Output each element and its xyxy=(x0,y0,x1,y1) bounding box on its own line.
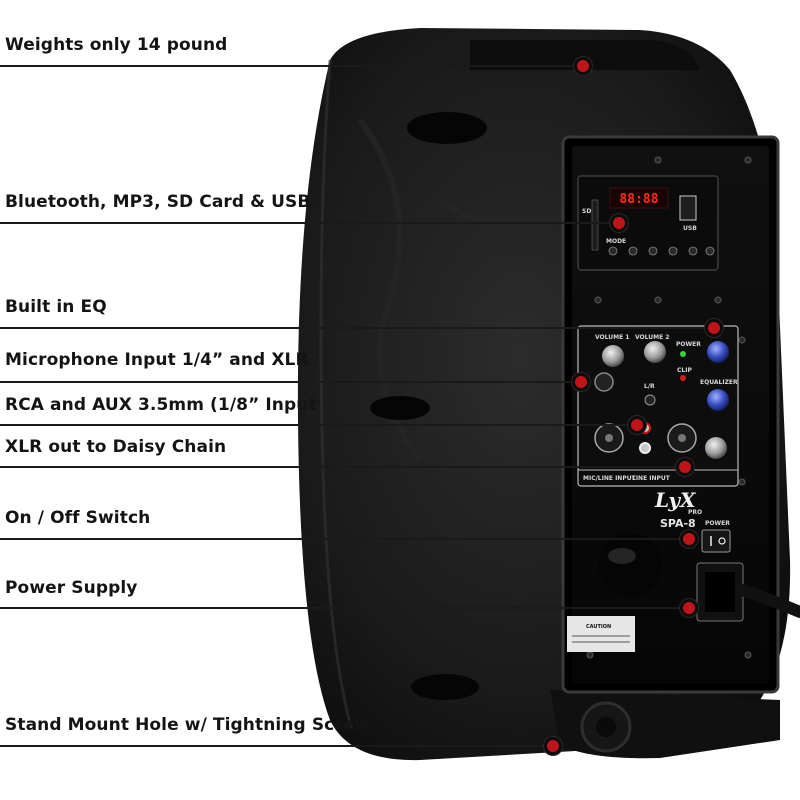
callout-switch-line xyxy=(0,538,688,540)
back-panel: 88:88 SD USB MODE VOLUME 1 VOLUME 2 POWE… xyxy=(561,135,780,694)
mode-label: MODE xyxy=(606,238,626,245)
callout-eq-line xyxy=(0,327,713,329)
callout-weight-line xyxy=(0,65,582,67)
media-buttons xyxy=(608,246,715,256)
callout-mic-line xyxy=(0,381,580,383)
callout-xlr-out-label: XLR out to Daisy Chain xyxy=(5,437,227,457)
power-cable xyxy=(736,584,800,618)
callout-switch-label: On / Off Switch xyxy=(5,508,151,528)
sd-slot-label: SD xyxy=(582,208,591,215)
brand-logo: LyX xyxy=(654,488,697,512)
callout-stand-line xyxy=(0,745,552,747)
volume1-label: VOLUME 1 xyxy=(595,334,629,341)
callout-eq-marker xyxy=(705,319,723,337)
callout-xlr-out-marker xyxy=(676,458,694,476)
callout-weight-marker xyxy=(574,57,592,75)
model-name: SPA-8 xyxy=(660,517,696,530)
lr-label: L/R xyxy=(644,383,655,390)
callout-switch-marker xyxy=(680,530,698,548)
clip-led-label: CLIP xyxy=(677,367,692,374)
callout-weight-label: Weights only 14 pound xyxy=(5,35,228,55)
callout-bluetooth-label: Bluetooth, MP3, SD Card & USB xyxy=(5,192,311,212)
callout-xlr-out-line xyxy=(0,466,684,468)
callout-rca-line xyxy=(0,424,636,426)
caution-label: CAUTION xyxy=(586,624,611,630)
callout-bluetooth-marker xyxy=(610,214,628,232)
power-switch-label: POWER xyxy=(705,520,730,527)
mic-line-input-label: MIC/LINE INPUT xyxy=(583,475,637,482)
power-led-label: POWER xyxy=(676,341,701,348)
equalizer-label: EQUALIZER xyxy=(700,379,738,386)
usb-label: USB xyxy=(683,225,697,232)
callout-rca-label: RCA and AUX 3.5mm (1/8” Input xyxy=(5,395,317,415)
callout-power-line xyxy=(0,607,688,609)
callout-eq-label: Built in EQ xyxy=(5,297,107,317)
callout-stand-marker xyxy=(544,737,562,755)
callout-mic-marker xyxy=(572,373,590,391)
volume2-label: VOLUME 2 xyxy=(635,334,669,341)
callout-stand-label: Stand Mount Hole w/ Tightning Screw xyxy=(5,715,371,735)
callout-bluetooth-line xyxy=(0,222,618,224)
callout-rca-marker xyxy=(628,416,646,434)
brand-sub: PRO xyxy=(688,509,702,516)
callout-power-marker xyxy=(680,599,698,617)
callout-power-label: Power Supply xyxy=(5,578,138,598)
media-display-text: 88:88 xyxy=(619,192,658,207)
line-input-label: LINE INPUT xyxy=(632,475,671,482)
callout-mic-label: Microphone Input 1/4” and XLR xyxy=(5,350,309,370)
